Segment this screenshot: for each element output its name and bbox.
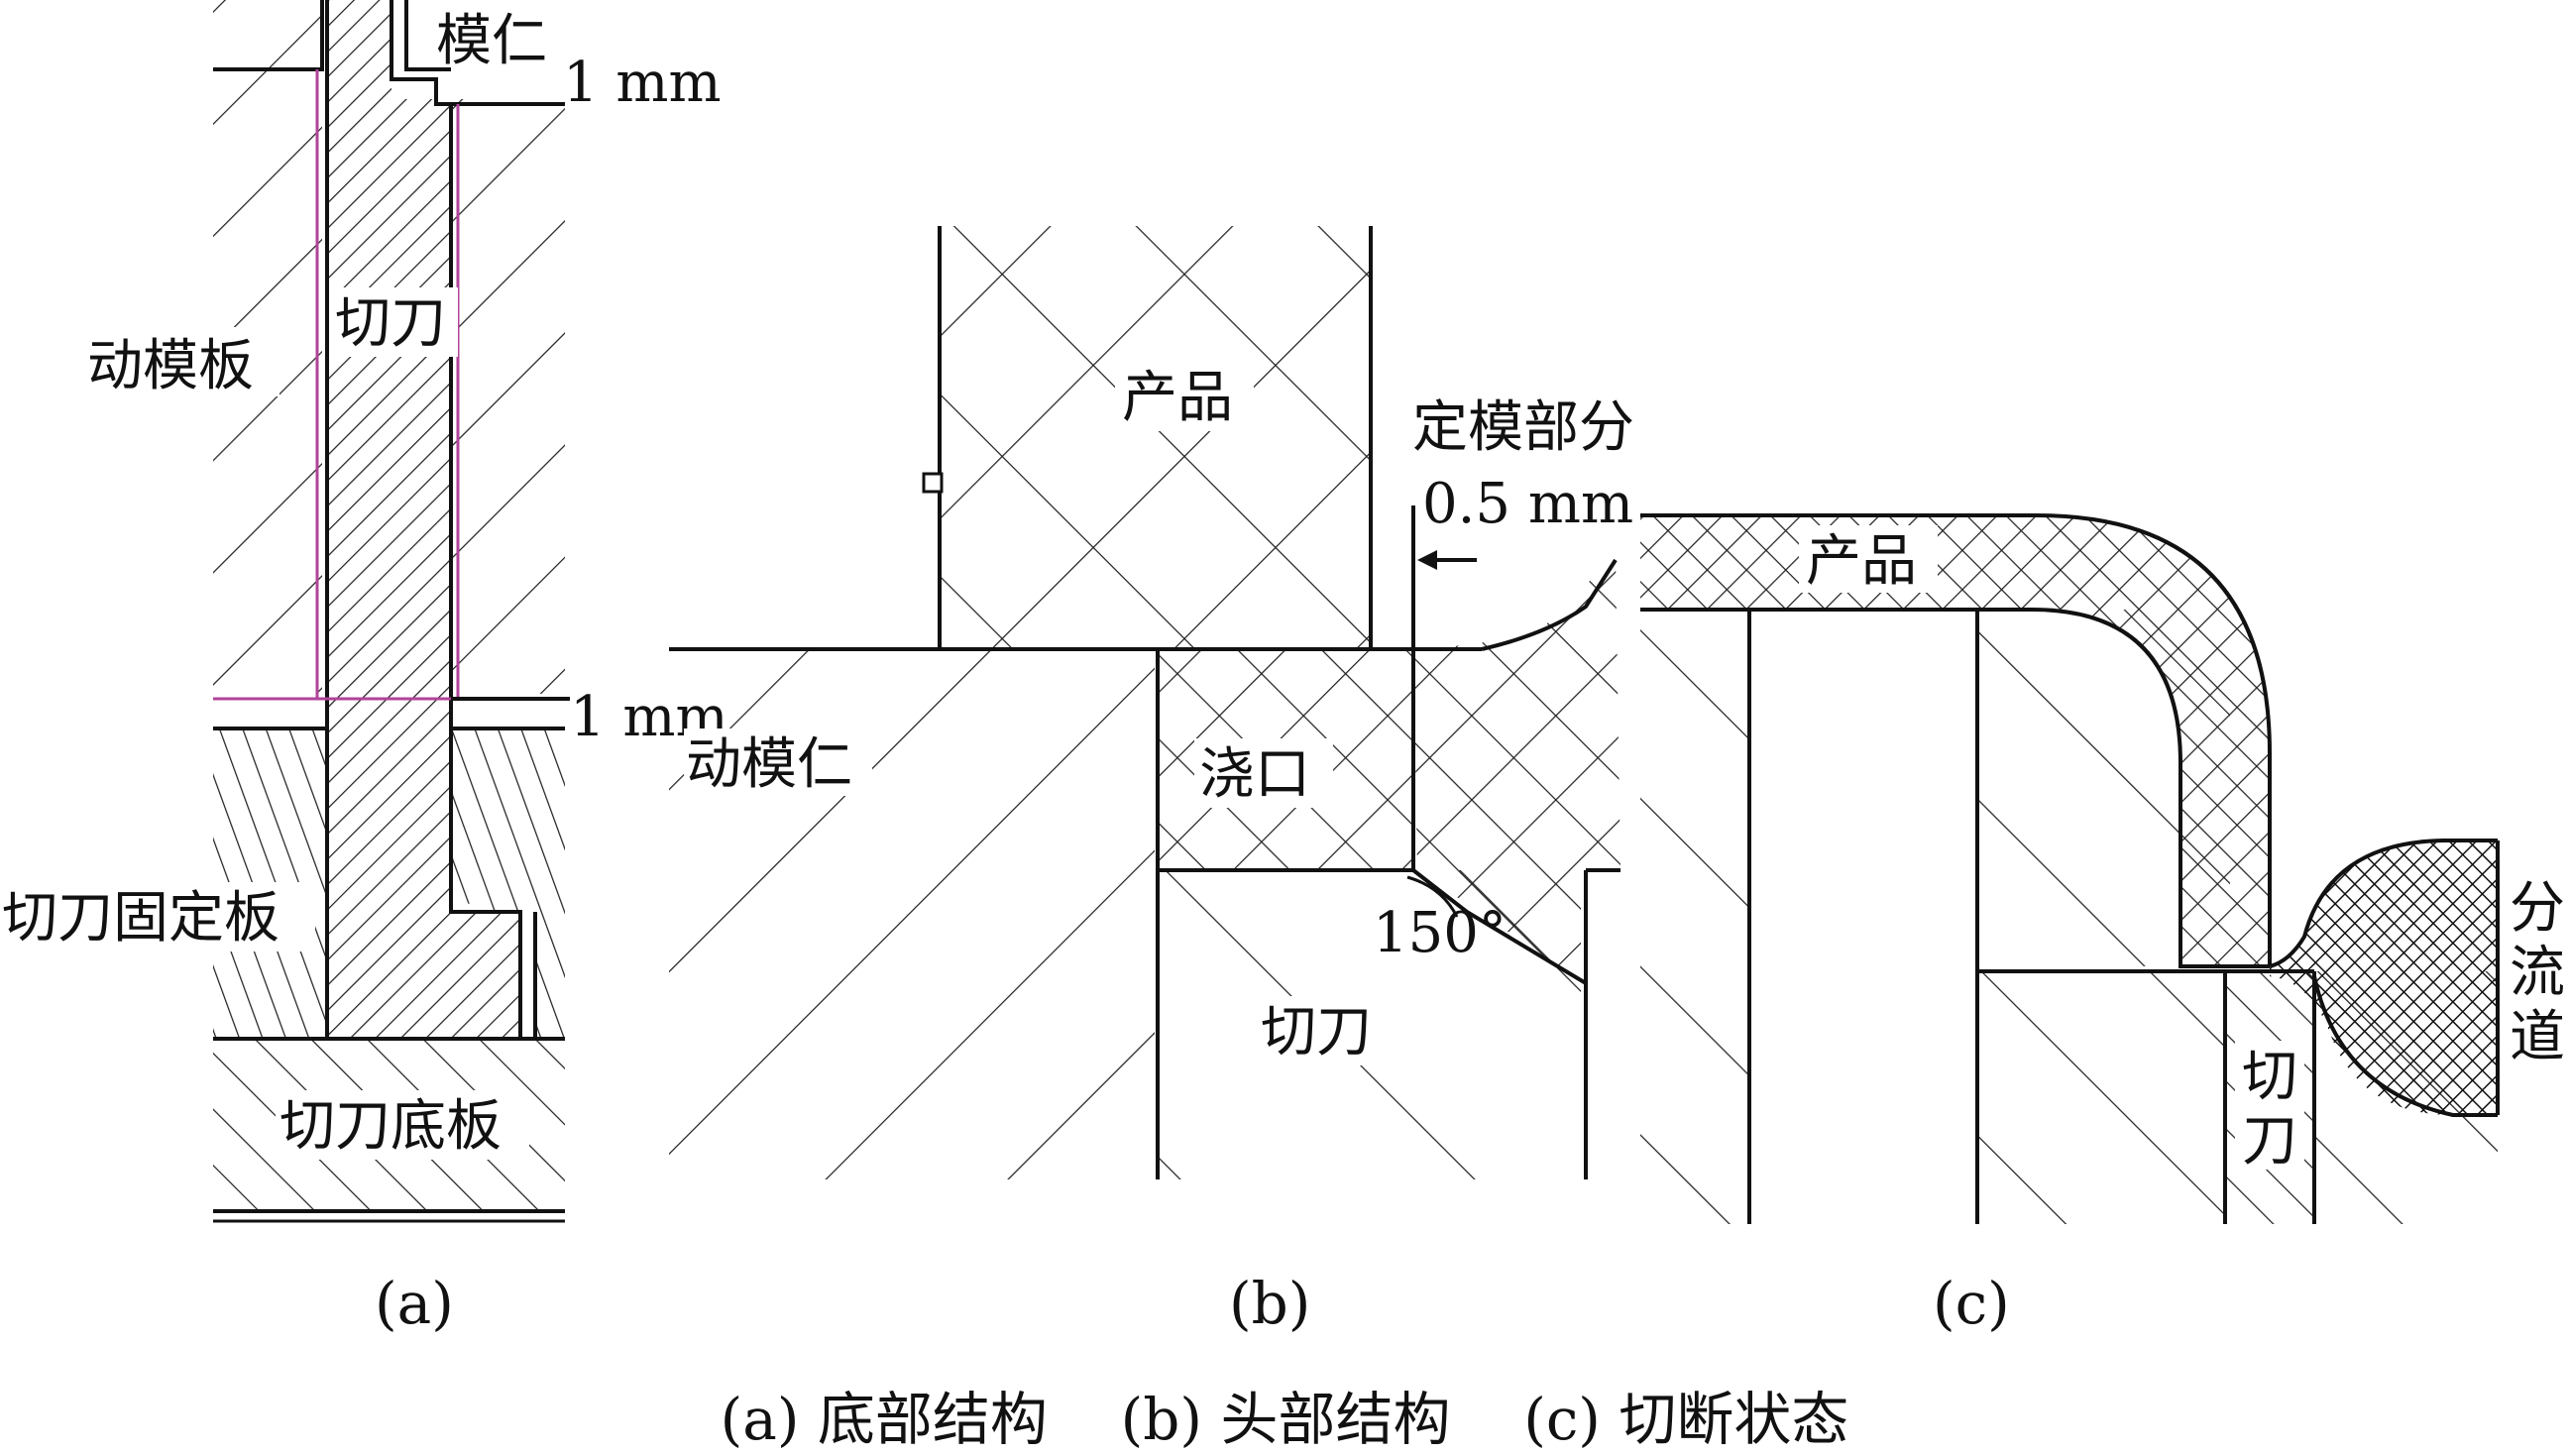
- a-label-cutter-fixed-plate: 切刀固定板: [2, 886, 279, 951]
- c-label-bg-product: [1799, 525, 1938, 593]
- c-product-outline-outer: [1640, 513, 2272, 966]
- a-label-bg-cutter: [329, 287, 458, 357]
- b-dim-arrowhead: [1417, 550, 1437, 570]
- b-product: [940, 226, 1371, 647]
- panel-a: 模仁 1 mm 动模板 切刀 1 mm 切刀固定板 切刀底板 (a): [0, 0, 728, 1337]
- a-label-bg-moving: [81, 327, 279, 396]
- b-angle-arc: [1406, 875, 1459, 918]
- b-label-angle: 150°: [1373, 901, 1507, 965]
- a-outline-cutter-right: [449, 104, 522, 1039]
- b-label-bg-gate: [1194, 738, 1333, 808]
- b-small-square: [922, 472, 944, 494]
- b-cutter-tip: [1411, 868, 1588, 985]
- panel-c: 产品 分 流 道 切 刀 (c): [1640, 513, 2565, 1337]
- c-label-runner-3: 道: [2510, 1005, 2565, 1069]
- b-label-product: 产品: [1122, 366, 1233, 430]
- a-label-moving-plate: 动模板: [87, 334, 254, 398]
- b-label-moving-insert: 动模仁: [686, 732, 852, 797]
- b-panel-letter: (b): [1229, 1270, 1310, 1337]
- b-label-bg-product: [1115, 362, 1254, 431]
- c-label-product: 产品: [1806, 529, 1917, 594]
- a-label-cutter: 切刀: [335, 291, 446, 356]
- a-label-insert: 模仁: [436, 9, 547, 73]
- a-label-bg-base: [276, 1090, 529, 1160]
- c-product: [1640, 515, 2270, 966]
- figure-caption: (a) 底部结构 (b) 头部结构 (c) 切断状态: [721, 1386, 1849, 1453]
- b-label-gap: 0.5 mm: [1422, 472, 1633, 536]
- cutter-body: [327, 0, 520, 1039]
- a-panel-letter: (a): [375, 1270, 454, 1337]
- panel-b: 产品 定模部分 0.5 mm 动模仁 浇口 150° 切刀 (b): [669, 226, 1634, 1337]
- a-label-cutter-base-plate: 切刀底板: [279, 1094, 502, 1159]
- b-label-cutter: 切刀: [1261, 1000, 1372, 1064]
- a-outline-insert-step: [404, 0, 451, 71]
- moving-plate-right: [451, 99, 565, 694]
- c-runner-outline-bottom: [2312, 975, 2498, 1117]
- a-outline-top-left: [213, 0, 324, 71]
- c-label-cutter-2: 刀: [2242, 1109, 2297, 1174]
- c-product-outline-inner: [1640, 608, 2270, 968]
- top-block: [213, 0, 322, 69]
- b-runner-top: [1481, 558, 1618, 651]
- c-label-cutter-1: 切: [2242, 1045, 2297, 1109]
- c-label-bg-cutter: [2235, 1041, 2304, 1170]
- c-block-lower: [1977, 971, 2225, 1224]
- a-label-bg-fixed: [0, 882, 315, 952]
- b-label-gate: 浇口: [1199, 742, 1310, 807]
- a-label-bg-insert: [426, 5, 555, 66]
- b-label-bg-insert: [684, 728, 872, 796]
- c-panel-letter: (c): [1933, 1270, 2010, 1337]
- a-outline-insert: [390, 0, 565, 106]
- c-block-left: [1640, 610, 1749, 1224]
- c-label-runner-2: 流: [2510, 941, 2565, 1005]
- b-runner-wedge: [1413, 555, 1620, 981]
- c-runner-outline: [2269, 839, 2498, 968]
- c-runner: [2270, 840, 2498, 1115]
- b-label-fixed-mold-part: 定模部分: [1412, 395, 1634, 460]
- a-label-dim-top: 1 mm: [563, 51, 722, 115]
- b-label-bg-cutter: [1254, 996, 1393, 1065]
- c-label-runner-1: 分: [2510, 876, 2565, 941]
